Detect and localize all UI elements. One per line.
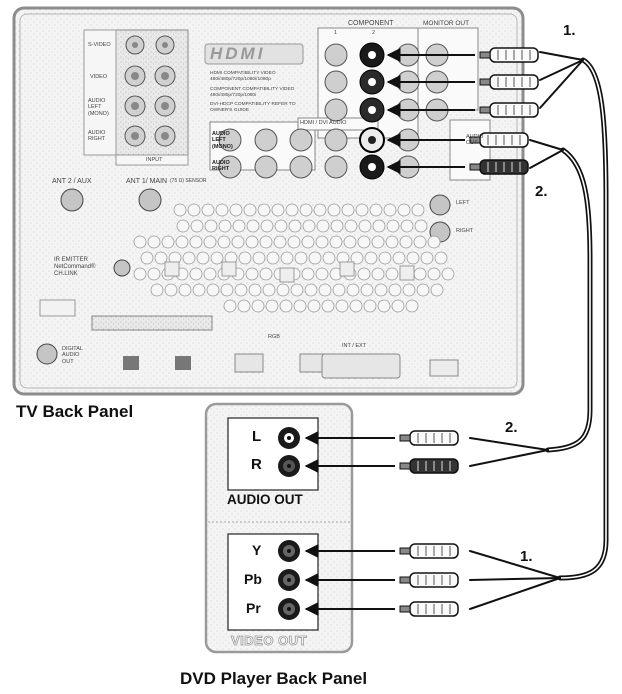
- dvd-audio-l-label: L: [252, 428, 261, 445]
- component-2-label: 2: [372, 30, 375, 36]
- rca-plug: [400, 544, 458, 558]
- audio-left-mono-label: AUDIO LEFT (MONO): [88, 98, 114, 117]
- dvd-video-out-label: VIDEO OUT: [231, 633, 307, 648]
- dvd-audio-block: [228, 418, 318, 490]
- component-1-label: 1: [334, 30, 337, 36]
- step-2-tv: 2.: [535, 183, 548, 200]
- dvd-back-panel-caption: DVD Player Back Panel: [180, 669, 367, 689]
- hdmi-note-1: HDMI COMPATIBILITY VIDEO 480i/480p/720p/…: [210, 71, 308, 82]
- dvi-label: INT / EXT: [342, 343, 366, 349]
- dvd-y-label: Y: [252, 542, 261, 558]
- side-left-label: LEFT: [456, 200, 469, 206]
- tv-back-panel-caption: TV Back Panel: [16, 402, 133, 422]
- digital-audio-label: DIGITAL AUDIO OUT: [62, 346, 92, 365]
- dvd-video-block: [228, 534, 318, 630]
- ant1-jack: [139, 189, 161, 211]
- dvd-pb-label: Pb: [244, 571, 262, 587]
- audio-out-right-label: AUDIO OUT: [466, 134, 486, 147]
- rca-plug: [400, 573, 458, 587]
- dvd-pr-label: Pr: [246, 600, 261, 616]
- step-1-tv: 1.: [563, 22, 576, 39]
- dvd-audio-out-label: AUDIO OUT: [227, 492, 303, 507]
- step-2-dvd: 2.: [505, 419, 518, 436]
- audio-right-label-2: AUDIO RIGHT: [212, 160, 234, 173]
- video-label: VIDEO: [90, 74, 107, 80]
- step-1-dvd: 1.: [520, 548, 533, 565]
- rca-plug: [400, 602, 458, 616]
- rca-plug: [400, 431, 458, 445]
- component-cable-loop: [560, 60, 606, 578]
- input-label: INPUT: [146, 157, 163, 163]
- hdmi-note-2: COMPONENT COMPATIBILITY VIDEO 480i/480p/…: [210, 87, 308, 98]
- dvi-port: [322, 354, 400, 378]
- dvd-audio-r-label: R: [251, 456, 262, 473]
- audio-cable-loop: [548, 150, 590, 450]
- ant1-label: ANT 1/ MAIN: [126, 178, 167, 186]
- component-label: COMPONENT: [348, 20, 394, 28]
- digital-audio-jack: [37, 344, 57, 364]
- ant2-jack: [61, 189, 83, 211]
- s-video-label: S-VIDEO: [88, 42, 111, 48]
- hdmi-logo: HDMI: [210, 44, 265, 64]
- dvd-back-panel: [206, 404, 352, 652]
- ir-emitter-jack: [114, 260, 130, 276]
- hdmi-note-3: DVI-HDCP COMPATIBILITY REFER TO OWNER'S …: [210, 102, 308, 113]
- side-right-label: RIGHT: [456, 228, 473, 234]
- hdmi-dvi-audio-label: HDMI / DVI AUDIO: [300, 120, 346, 126]
- audio-right-label: AUDIO RIGHT: [88, 130, 114, 143]
- dvd-video-jacks: [278, 540, 300, 620]
- ir-emitter-label: IR EMITTER NetCommand® CH.LINK: [54, 257, 114, 278]
- ant2-label: ANT 2 / AUX: [52, 178, 92, 186]
- rca-plug: [400, 459, 458, 473]
- monitor-out-label: MONITOR OUT: [423, 20, 471, 27]
- pc-label: RGB: [268, 334, 280, 340]
- ant1-note: (75 Ω) SENSOR: [170, 179, 207, 185]
- audio-left-mono-label-2: AUDIO LEFT (MONO): [212, 131, 234, 150]
